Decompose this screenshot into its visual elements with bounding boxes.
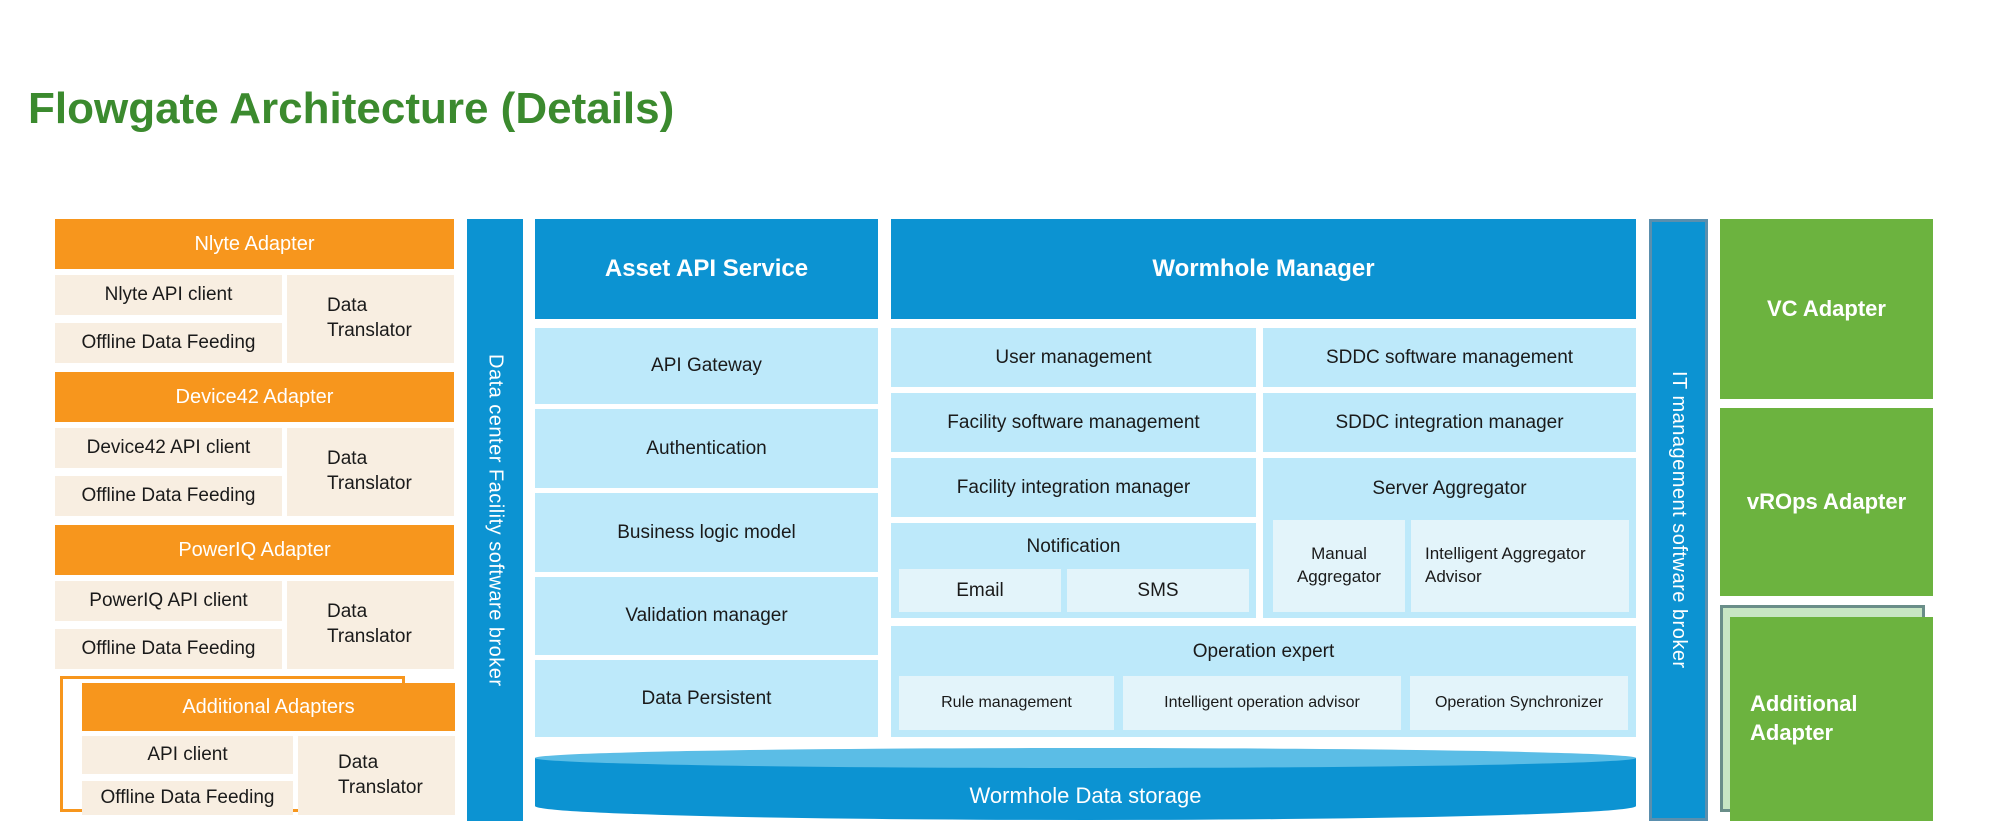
- wormhole-manager-header[interactable]: Wormhole Manager: [891, 219, 1636, 319]
- sms-channel[interactable]: SMS: [1067, 569, 1249, 612]
- nlyte-data-translator[interactable]: Data Translator: [287, 275, 454, 363]
- manual-aggregator[interactable]: Manual Aggregator: [1273, 520, 1405, 612]
- additional-adapters-header[interactable]: Additional Adapters: [82, 683, 455, 731]
- storage-top: [535, 748, 1636, 768]
- validation-manager[interactable]: Validation manager: [535, 577, 878, 655]
- nlyte-adapter-header[interactable]: Nlyte Adapter: [55, 219, 454, 269]
- facility-integration-manager[interactable]: Facility integration manager: [891, 458, 1256, 517]
- operation-synchronizer[interactable]: Operation Synchronizer: [1410, 676, 1628, 730]
- vc-adapter[interactable]: VC Adapter: [1720, 219, 1933, 399]
- poweriq-data-translator[interactable]: Data Translator: [287, 581, 454, 669]
- it-broker-label: IT management software broker: [1668, 371, 1690, 669]
- storage-label: Wormhole Data storage: [969, 783, 1202, 808]
- facility-software-management[interactable]: Facility software management: [891, 393, 1256, 452]
- email-channel[interactable]: Email: [899, 569, 1061, 612]
- server-aggregator-panel: Server Aggregator Manual Aggregator Inte…: [1263, 458, 1636, 618]
- poweriq-api-client[interactable]: PowerIQ API client: [55, 581, 282, 621]
- storage-body: [535, 758, 1636, 820]
- poweriq-adapter-header[interactable]: PowerIQ Adapter: [55, 525, 454, 575]
- sddc-software-management[interactable]: SDDC software management: [1263, 328, 1636, 387]
- additional-api-client[interactable]: API client: [82, 736, 293, 774]
- sddc-integration-manager[interactable]: SDDC integration manager: [1263, 393, 1636, 452]
- notification-label[interactable]: Notification: [1026, 536, 1121, 557]
- poweriq-offline-feeding[interactable]: Offline Data Feeding: [55, 629, 282, 669]
- operation-expert-panel: Operation expert Rule management Intelli…: [891, 626, 1636, 737]
- facility-broker-label: Data center Facility software broker: [484, 353, 507, 687]
- server-aggregator-label[interactable]: Server Aggregator: [1372, 478, 1527, 499]
- nlyte-offline-feeding[interactable]: Offline Data Feeding: [55, 323, 282, 363]
- facility-software-broker[interactable]: Data center Facility software broker: [467, 219, 523, 821]
- device42-data-translator[interactable]: Data Translator: [287, 428, 454, 516]
- rule-management[interactable]: Rule management: [899, 676, 1114, 730]
- vrops-adapter[interactable]: vROps Adapter: [1720, 408, 1933, 596]
- intelligent-aggregator-advisor[interactable]: Intelligent Aggregator Advisor: [1411, 520, 1629, 612]
- operation-expert-label[interactable]: Operation expert: [1192, 641, 1335, 662]
- additional-data-translator[interactable]: Data Translator: [298, 736, 455, 815]
- user-management[interactable]: User management: [891, 328, 1256, 387]
- device42-api-client[interactable]: Device42 API client: [55, 428, 282, 468]
- business-logic-model[interactable]: Business logic model: [535, 493, 878, 572]
- wormhole-data-storage[interactable]: Wormhole Data storage: [535, 748, 1636, 822]
- asset-api-service-header[interactable]: Asset API Service: [535, 219, 878, 319]
- additional-adapter[interactable]: Additional Adapter: [1730, 617, 1933, 821]
- authentication[interactable]: Authentication: [535, 409, 878, 488]
- intelligent-operation-advisor[interactable]: Intelligent operation advisor: [1123, 676, 1401, 730]
- nlyte-api-client[interactable]: Nlyte API client: [55, 275, 282, 315]
- data-persistent[interactable]: Data Persistent: [535, 660, 878, 737]
- page-title: Flowgate Architecture (Details): [28, 84, 675, 133]
- it-software-broker[interactable]: IT management software broker: [1649, 219, 1708, 821]
- api-gateway[interactable]: API Gateway: [535, 328, 878, 404]
- device42-adapter-header[interactable]: Device42 Adapter: [55, 372, 454, 422]
- additional-offline-feeding[interactable]: Offline Data Feeding: [82, 781, 293, 815]
- notification-panel: Notification Email SMS: [891, 523, 1256, 618]
- device42-offline-feeding[interactable]: Offline Data Feeding: [55, 476, 282, 516]
